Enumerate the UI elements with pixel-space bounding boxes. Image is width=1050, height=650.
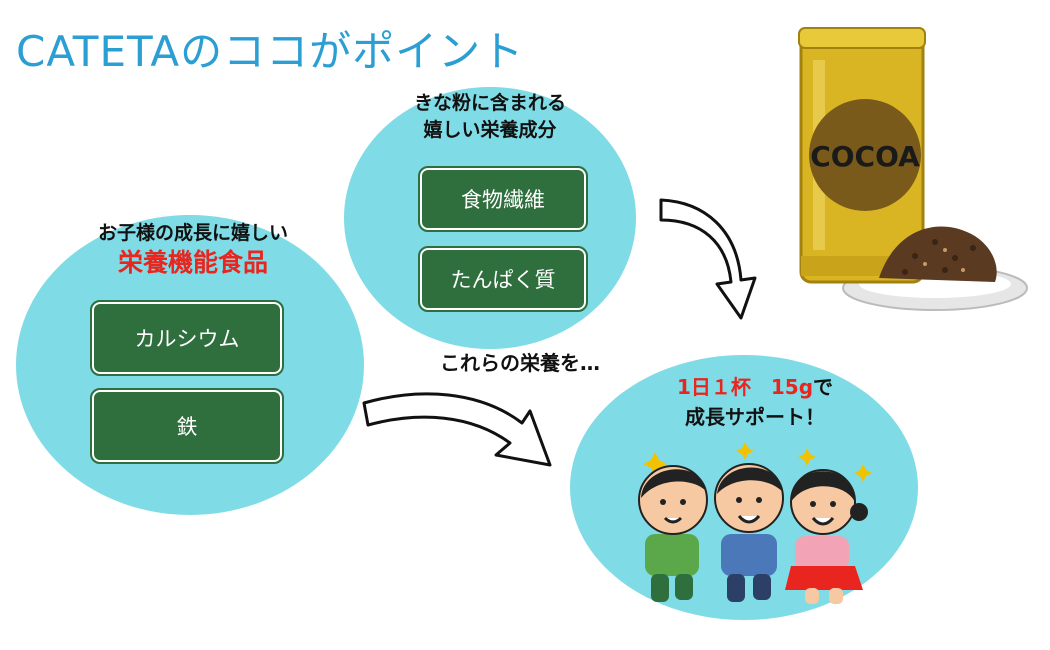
page-title: CATETAのココがポイント bbox=[16, 27, 525, 76]
left-highlight-text: 栄養機能食品 bbox=[117, 248, 268, 277]
nutrient-item-fiber: 食物繊維 bbox=[418, 166, 588, 232]
growth-support-text: 成長サポート！ bbox=[685, 405, 825, 429]
curved-arrow-icon bbox=[659, 198, 757, 320]
growth-support-heading: 1日１杯 15gで 成長サポート！ bbox=[640, 372, 870, 432]
serving-amount-text: 1日１杯 15g bbox=[676, 375, 814, 399]
curved-arrow-icon bbox=[362, 392, 552, 467]
nutrient-item-label: 鉄 bbox=[176, 415, 198, 439]
nutrient-item-label: カルシウム bbox=[134, 327, 240, 351]
nutrient-item-iron: 鉄 bbox=[90, 388, 284, 464]
left-group-heading: お子様の成長に嬉しい 栄養機能食品 bbox=[68, 220, 318, 279]
running-children-illustration bbox=[638, 442, 872, 604]
nutrient-item-label: 食物繊維 bbox=[461, 188, 545, 212]
nutrient-item-label: たんぱく質 bbox=[450, 268, 556, 292]
serving-suffix-text: で bbox=[813, 375, 834, 399]
left-heading-text: お子様の成長に嬉しい bbox=[97, 222, 288, 244]
nutrient-item-calcium: カルシウム bbox=[90, 300, 284, 376]
cocoa-can-illustration: COCOA bbox=[798, 27, 1028, 311]
nutrient-item-protein: たんぱく質 bbox=[418, 246, 588, 312]
top-heading-line2: 嬉しい栄養成分 bbox=[423, 119, 557, 141]
middle-caption: これらの栄養を… bbox=[440, 351, 600, 375]
top-group-heading: きな粉に含まれる 嬉しい栄養成分 bbox=[380, 90, 600, 144]
top-heading-line1: きな粉に含まれる bbox=[413, 92, 566, 114]
cocoa-can-label: COCOA bbox=[810, 140, 920, 173]
sparkle-icon bbox=[643, 442, 872, 482]
